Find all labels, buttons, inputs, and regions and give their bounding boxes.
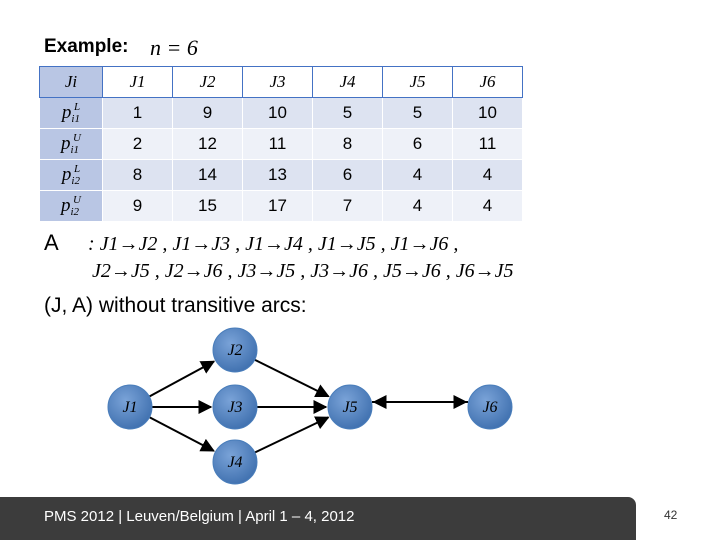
table-cell: 9 xyxy=(102,190,173,222)
table-cell: 17 xyxy=(242,190,313,222)
table-cell: 8 xyxy=(312,128,383,160)
node-circle xyxy=(327,384,373,430)
header-cell: J1 xyxy=(102,66,173,98)
table-cell: 6 xyxy=(312,159,383,191)
node-label: J6 xyxy=(482,399,497,416)
row-label-sup: L xyxy=(73,101,81,113)
footer-bar xyxy=(0,497,636,540)
page-number: 42 xyxy=(664,508,678,522)
row-label-main: p xyxy=(60,133,71,154)
table-row: pi1U 2 12 11 8 6 11 xyxy=(39,128,523,160)
node-circle xyxy=(212,384,258,430)
node-j4: J4 xyxy=(212,439,258,485)
row-label-main: p xyxy=(61,102,72,123)
edge-j4-j5 xyxy=(254,416,330,454)
footer-text: PMS 2012 | Leuven/Belgium | April 1 – 4,… xyxy=(44,508,355,525)
table-cell: 14 xyxy=(172,159,243,191)
header-cell: Ji xyxy=(39,66,103,98)
row-label-sub: i2 xyxy=(70,206,80,218)
row-label: pi1L xyxy=(39,97,103,129)
table-cell: 2 xyxy=(102,128,173,160)
node-j3: J3 xyxy=(212,384,258,430)
arc-list-line-1: : J1→J2 , J1→J3 , J1→J4 , J1→J5 , J1→J6 … xyxy=(88,233,459,255)
row-label-sup: L xyxy=(73,163,81,175)
table-cell: 6 xyxy=(382,128,453,160)
node-label: J2 xyxy=(227,342,242,359)
edge-j2-j5 xyxy=(254,358,330,398)
table-cell: 5 xyxy=(312,97,383,129)
table-cell: 11 xyxy=(242,128,313,160)
node-label: J3 xyxy=(227,399,242,416)
edge-j1-j4 xyxy=(149,416,215,452)
graph-edges xyxy=(148,358,468,454)
table-cell: 9 xyxy=(172,97,243,129)
table-cell: 4 xyxy=(382,159,453,191)
graph-caption: (J, A) without transitive arcs: xyxy=(44,294,307,318)
table-cell: 12 xyxy=(172,128,243,160)
row-label-sub: i1 xyxy=(70,144,80,156)
node-j2: J2 xyxy=(212,327,258,373)
example-label: Example: xyxy=(44,36,129,57)
table-cell: 4 xyxy=(452,190,523,222)
processing-times-table: Ji J1 J2 J3 J4 J5 J6 pi1L 1 9 10 5 5 10 … xyxy=(39,66,523,222)
header-cell: J5 xyxy=(382,66,453,98)
row-label: pi1U xyxy=(39,128,103,160)
table-cell: 10 xyxy=(242,97,313,129)
arc-list-line-2: J2→J5 , J2→J6 , J3→J5 , J3→J6 , J5→J6 , … xyxy=(92,260,514,282)
table-row: pi1L 1 9 10 5 5 10 xyxy=(39,97,523,129)
header-cell: J3 xyxy=(242,66,313,98)
node-circle xyxy=(467,384,513,430)
table-row: pi2L 8 14 13 6 4 4 xyxy=(39,159,523,191)
row-label-sub: i1 xyxy=(71,113,80,125)
n-equation: n = 6 xyxy=(150,35,198,60)
node-label: J4 xyxy=(227,454,242,471)
header-cell: J4 xyxy=(312,66,383,98)
node-j5: J5 xyxy=(327,384,373,430)
node-circle xyxy=(212,439,258,485)
row-label-main: p xyxy=(61,164,72,185)
node-label: J5 xyxy=(342,399,357,416)
node-label: J1 xyxy=(122,399,137,416)
header-cell: J6 xyxy=(452,66,523,98)
row-label-sup: U xyxy=(73,132,81,144)
row-label-sup: U xyxy=(73,194,81,206)
table-cell: 8 xyxy=(102,159,173,191)
table-cell: 4 xyxy=(382,190,453,222)
row-label-main: p xyxy=(60,195,71,216)
table-cell: 4 xyxy=(452,159,523,191)
header-cell: J2 xyxy=(172,66,243,98)
row-label: pi2L xyxy=(39,159,103,191)
table-cell: 13 xyxy=(242,159,313,191)
node-circle xyxy=(212,327,258,373)
row-label: pi2U xyxy=(39,190,103,222)
table-cell: 10 xyxy=(452,97,523,129)
table-header-row: Ji J1 J2 J3 J4 J5 J6 xyxy=(39,66,523,98)
node-circle xyxy=(107,384,153,430)
table-cell: 11 xyxy=(452,128,523,160)
table-row: pi2U 9 15 17 7 4 4 xyxy=(39,190,523,222)
graph-caption-math: (J, A) xyxy=(44,294,94,317)
edge-j1-j2 xyxy=(148,360,216,398)
table-cell: 1 xyxy=(102,97,173,129)
table-cell: 7 xyxy=(312,190,383,222)
graph-caption-text: without transitive arcs: xyxy=(98,294,307,317)
node-j6: J6 xyxy=(467,384,513,430)
arc-set-label: A xyxy=(44,230,59,255)
table-cell: 5 xyxy=(382,97,453,129)
row-label-sub: i2 xyxy=(71,175,80,187)
table-cell: 15 xyxy=(172,190,243,222)
node-j1: J1 xyxy=(107,384,153,430)
